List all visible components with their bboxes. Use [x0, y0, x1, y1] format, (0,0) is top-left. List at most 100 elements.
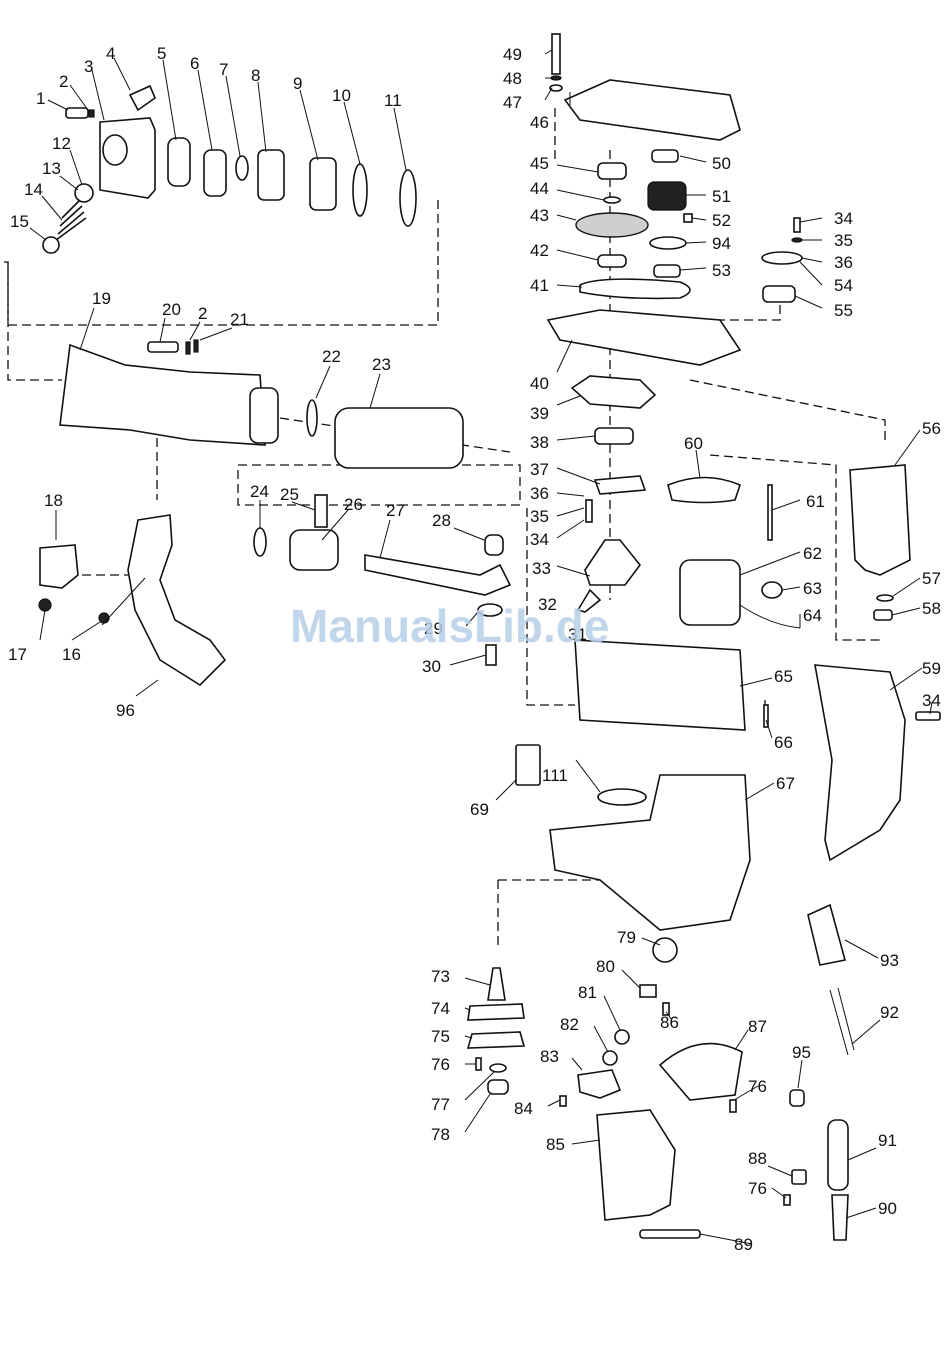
- part-9-sleeve: [309, 157, 337, 211]
- label-63: 63: [803, 579, 822, 598]
- gearbox-group: [546, 33, 803, 495]
- label-23: 23: [372, 355, 391, 374]
- label-57: 57: [922, 569, 941, 588]
- label-4: 4: [106, 44, 115, 63]
- part-63-ring: [761, 581, 783, 599]
- label-45: 45: [530, 154, 549, 173]
- part-6-ring: [203, 149, 227, 197]
- part-53-bearing: [653, 264, 681, 278]
- part-85-rear-handle: [596, 1109, 676, 1221]
- label-44: 44: [530, 179, 549, 198]
- part-34-screw-l: [585, 499, 593, 523]
- label-20: 20: [162, 300, 181, 319]
- part-46-cover: [563, 79, 741, 141]
- part-26-piston: [289, 529, 339, 571]
- part-38-bearing: [594, 427, 634, 445]
- part-29-washer: [477, 603, 503, 617]
- label-5: 5: [157, 44, 166, 63]
- part-35-washer-r: [791, 237, 803, 243]
- part-2-ring: [88, 109, 95, 118]
- part-87-cover: [658, 1042, 743, 1101]
- label-16: 16: [62, 645, 81, 664]
- label-17: 17: [8, 645, 27, 664]
- part-86-pin: [662, 1002, 670, 1016]
- part-79-bushing: [652, 937, 678, 963]
- label-89: 89: [734, 1235, 753, 1254]
- label-36: 36: [530, 484, 549, 503]
- part-16-nut: [98, 612, 110, 624]
- label-76b: 76: [748, 1077, 767, 1096]
- part-57-washer: [876, 594, 894, 602]
- label-50: 50: [712, 154, 731, 173]
- label-29: 29: [424, 619, 443, 638]
- label-3: 3: [84, 57, 93, 76]
- label-37: 37: [530, 460, 549, 479]
- part-67-housing: [549, 774, 751, 931]
- label-14: 14: [24, 180, 43, 199]
- part-33-crank: [584, 539, 642, 586]
- label-10: 10: [332, 86, 351, 105]
- part-93-switch: [807, 903, 846, 966]
- part-14-spring: [55, 199, 87, 241]
- part-27-connecting-rod: [364, 554, 512, 596]
- part-17-nut: [38, 598, 52, 612]
- part-69-label: [515, 744, 541, 786]
- label-30: 30: [422, 657, 441, 676]
- label-65: 65: [774, 667, 793, 686]
- part-52-screw: [683, 213, 693, 223]
- label-84: 84: [514, 1099, 533, 1118]
- part-39-gasket: [570, 375, 657, 409]
- part-84-screw: [559, 1095, 567, 1107]
- part-92-wires: [829, 987, 855, 1056]
- label-55: 55: [834, 301, 853, 320]
- part-74-plate: [467, 1003, 525, 1021]
- part-54-bracket: [761, 251, 803, 265]
- label-33: 33: [532, 559, 551, 578]
- part-80-seal: [639, 984, 657, 998]
- label-62: 62: [803, 544, 822, 563]
- part-55-bearing: [762, 285, 796, 303]
- part-44-key: [603, 196, 621, 204]
- part-34-screw-side: [915, 711, 941, 721]
- part-82-ring: [602, 1050, 618, 1066]
- label-90: 90: [878, 1199, 897, 1218]
- label-64: 64: [803, 606, 822, 625]
- label-31: 31: [568, 625, 587, 644]
- label-8: 8: [251, 66, 260, 85]
- label-81: 81: [578, 983, 597, 1002]
- label-51: 51: [712, 187, 731, 206]
- label-25: 25: [280, 485, 299, 504]
- part-32-clip: [576, 588, 602, 613]
- label-7: 7: [219, 60, 228, 79]
- barrel-group: [59, 339, 464, 469]
- part-61-bolt: [767, 484, 773, 541]
- label-42: 42: [530, 241, 549, 260]
- part-77-washer: [489, 1063, 507, 1073]
- part-66-screw: [763, 704, 769, 728]
- label-2b: 2: [198, 304, 207, 323]
- label-34: 34: [530, 530, 549, 549]
- label-78: 78: [431, 1125, 450, 1144]
- label-86: 86: [660, 1013, 679, 1032]
- label-91: 91: [878, 1131, 897, 1150]
- part-65-crankcase: [574, 639, 746, 731]
- label-41: 41: [530, 276, 549, 295]
- label-85: 85: [546, 1135, 565, 1154]
- label-80: 80: [596, 957, 615, 976]
- part-50-bearing: [651, 149, 679, 163]
- part-78-bearing: [487, 1079, 509, 1095]
- label-11: 11: [384, 91, 402, 110]
- part-15-washer: [42, 236, 60, 254]
- housing-group: [515, 639, 941, 931]
- label-52: 52: [712, 211, 731, 230]
- label-82: 82: [560, 1015, 579, 1034]
- label-61: 61: [806, 492, 825, 511]
- label-13: 13: [42, 159, 61, 178]
- part-18-clamp: [39, 544, 79, 589]
- part-60-baffle: [667, 476, 741, 504]
- part-73-sleeve: [487, 967, 506, 1001]
- part-47-washer: [549, 84, 563, 92]
- part-59-cover: [814, 664, 906, 862]
- part-2-ring-b: [185, 341, 191, 355]
- label-93: 93: [880, 951, 899, 970]
